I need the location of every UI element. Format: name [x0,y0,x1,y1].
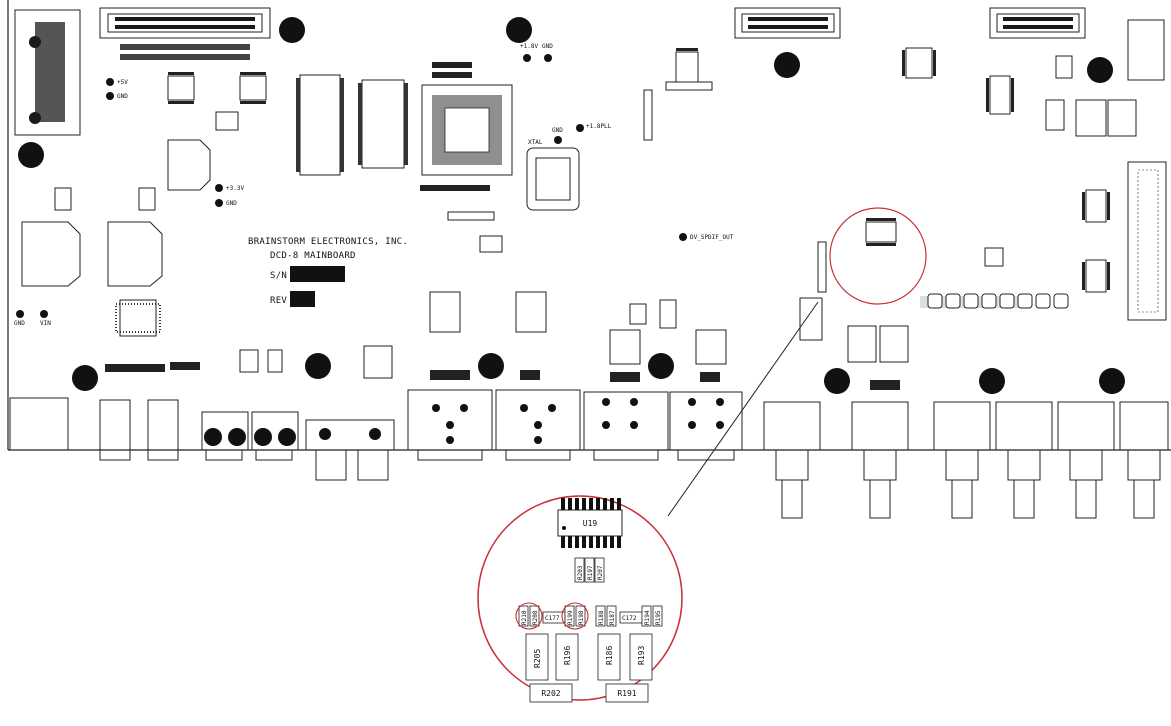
tp-gnd-b: GND [226,200,237,207]
board-model-label: DCD-8 MAINBOARD [270,251,356,261]
c177-label: C177 [545,615,560,622]
board-maker-label: BRAINSTORM ELECTRONICS, INC. [248,237,408,247]
serial-number-box [290,266,345,282]
r187-label: R187 [609,610,616,625]
u19-label: U19 [583,519,598,528]
regulator-octagons [21,139,211,287]
tp-1v8: +1.8V [520,43,538,50]
zoom-row1: R203 R197 R207 [574,557,605,583]
r203-label: R203 [577,565,584,580]
jack-contacts [204,398,724,446]
r196-label: R196 [563,646,572,665]
serial-number-label: S/N [270,271,287,281]
tp-vin: VIN [40,320,51,327]
header-connector-top-mid [734,7,841,39]
highlight-circle-small [829,207,927,305]
qfp-chip-left-lower [115,299,161,337]
edge-connectors [9,389,1169,519]
header-connector-top-left [99,7,271,39]
header-pins [115,17,1073,29]
tp-gnd-d: GND [542,43,553,50]
bga-processor [421,84,513,176]
zoom-row2: R210 R208 C177 R199 R198 R188 R187 C172 … [515,602,663,630]
soic-chips [54,47,1107,373]
header-connector-top-right [989,7,1086,39]
r197-label: R197 [587,565,594,580]
tp-5v: +5V [117,79,128,86]
heatsink [14,9,81,136]
revision-box [290,291,315,307]
top-right-connector [1127,19,1165,81]
r194-label: R194 [644,610,651,625]
r199-label: R199 [567,610,574,625]
test-points: +5V GND +3.3V GND GND VIN +1.8V GND GND … [14,43,734,327]
r202-label: R202 [541,689,560,698]
right-edge-connector [1127,161,1167,321]
relay-row [927,293,1069,309]
qfp-chip-left [296,74,344,176]
r207-label: R207 [597,565,604,580]
c172-label: C172 [622,615,637,622]
mounting-holes [18,17,1125,394]
r193-label: R193 [637,646,646,665]
tp-spdif-out: DV_SPDIF_OUT [690,234,734,241]
r198-label: R198 [578,610,585,625]
callout-leader-line [667,301,819,517]
xtal-label: XTAL [528,139,543,146]
u19-chip-body [557,509,623,537]
zoom-row3: R205 R196 R186 R193 [525,633,653,681]
r191-label: R191 [617,689,636,698]
u19-pins [561,498,621,548]
pin-headers [447,81,827,293]
highlight-r199-r198 [561,602,589,630]
r208-label: R208 [532,610,539,625]
tp-3v3: +3.3V [226,185,244,192]
transformers [363,99,1137,379]
revision-label: REV [270,296,287,306]
r195-label: R195 [655,610,662,625]
qfp-chip-mid [358,79,408,169]
r210-label: R210 [521,610,528,625]
zoom-callout: U19 R203 R197 R207 R210 R208 C177 R199 [477,495,683,703]
r186-label: R186 [605,646,614,665]
tp-gnd-a: GND [117,93,128,100]
zoom-row4: R202 R191 [529,683,649,703]
r205-label: R205 [533,649,542,668]
r188-label: R188 [598,610,605,625]
crystal-module [526,147,580,211]
tp-gnd-c: GND [14,320,25,327]
highlight-r210-r208 [515,602,543,630]
tp-gnd-e: GND [552,127,563,134]
tp-pll: +1.8PLL [586,123,612,130]
